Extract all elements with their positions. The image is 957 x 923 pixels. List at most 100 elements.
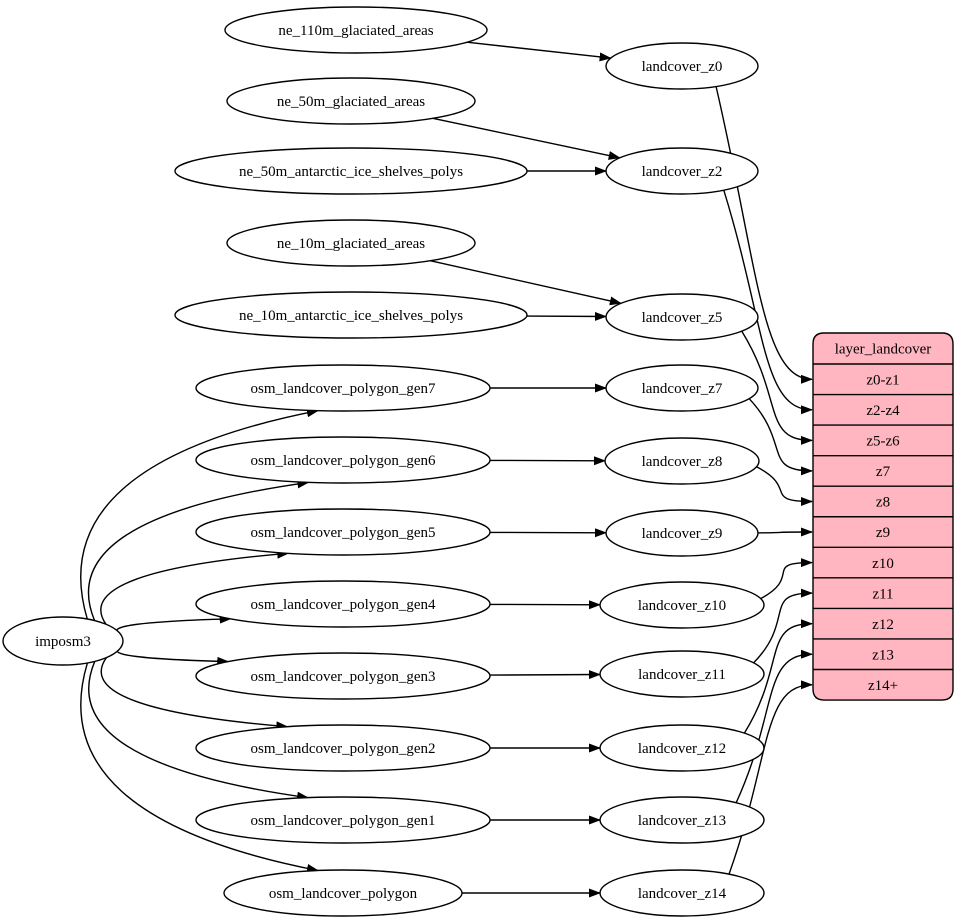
node-label-ne_50m_glaciated_areas: ne_50m_glaciated_areas (277, 94, 425, 110)
node-landcover_z9: landcover_z9 (605, 509, 759, 557)
table-row-z14+: z14+ (868, 678, 898, 694)
node-landcover_z14: landcover_z14 (599, 869, 765, 917)
table-row-z7: z7 (876, 464, 891, 480)
node-landcover_z5: landcover_z5 (605, 293, 759, 341)
table-row-label-z13: z13 (872, 647, 894, 663)
node-osm_landcover_polygon_gen3: osm_landcover_polygon_gen3 (195, 652, 491, 700)
node-landcover_z12: landcover_z12 (599, 724, 765, 772)
node-label-osm_landcover_polygon_gen3: osm_landcover_polygon_gen3 (251, 669, 436, 685)
edge-landcover_z2-to-z2-z4 (723, 189, 813, 415)
edge-imposm3-to-osm_landcover_polygon_gen2 (100, 657, 289, 731)
node-ellipse-ne_110m_glaciated_areas (224, 6, 488, 54)
node-label-landcover_z10: landcover_z10 (638, 598, 726, 614)
node-osm_landcover_polygon_gen5: osm_landcover_polygon_gen5 (195, 508, 491, 556)
edge-landcover_z5-to-z5-z6 (741, 330, 813, 445)
node-ellipse-ne_10m_antarctic_ice_shelves_polys (174, 291, 528, 339)
node-label-ne_50m_antarctic_ice_shelves_polys: ne_50m_antarctic_ice_shelves_polys (239, 164, 463, 180)
node-label-landcover_z8: landcover_z8 (642, 454, 723, 470)
node-osm_landcover_polygon: osm_landcover_polygon (223, 869, 463, 917)
node-ellipse-osm_landcover_polygon (223, 869, 463, 917)
node-ellipse-ne_50m_antarctic_ice_shelves_polys (174, 147, 528, 195)
table-row-label-z10: z10 (872, 556, 894, 572)
table-row-label-z9: z9 (876, 525, 890, 541)
node-ne_110m_glaciated_areas: ne_110m_glaciated_areas (224, 6, 488, 54)
node-landcover_z2: landcover_z2 (605, 147, 759, 195)
node-ellipse-landcover_z13 (599, 796, 765, 844)
node-label-landcover_z0: landcover_z0 (642, 59, 723, 75)
table-row-z0-z1: z0-z1 (866, 372, 899, 388)
edge-landcover_z7-to-z7 (748, 398, 813, 476)
node-label-osm_landcover_polygon_gen6: osm_landcover_polygon_gen6 (251, 453, 436, 469)
node-landcover_z0: landcover_z0 (605, 42, 759, 90)
node-label-ne_10m_glaciated_areas: ne_10m_glaciated_areas (277, 236, 425, 252)
table-row-z8: z8 (876, 495, 890, 511)
node-ellipse-landcover_z5 (605, 293, 759, 341)
node-label-landcover_z9: landcover_z9 (642, 526, 723, 542)
node-ellipse-osm_landcover_polygon_gen5 (195, 508, 491, 556)
node-label-osm_landcover_polygon_gen4: osm_landcover_polygon_gen4 (251, 597, 436, 613)
node-osm_landcover_polygon_gen6: osm_landcover_polygon_gen6 (195, 436, 491, 484)
node-ne_10m_antarctic_ice_shelves_polys: ne_10m_antarctic_ice_shelves_polys (174, 291, 528, 339)
table-row-z11: z11 (872, 586, 893, 602)
node-osm_landcover_polygon_gen1: osm_landcover_polygon_gen1 (195, 796, 491, 844)
node-label-landcover_z12: landcover_z12 (638, 741, 726, 757)
node-ne_50m_antarctic_ice_shelves_polys: ne_50m_antarctic_ice_shelves_polys (174, 147, 528, 195)
node-ellipse-landcover_z14 (599, 869, 765, 917)
node-imposm3: imposm3 (2, 616, 124, 666)
node-ellipse-ne_10m_glaciated_areas (226, 219, 476, 267)
edge-imposm3-to-osm_landcover_polygon_gen7 (80, 408, 319, 620)
node-landcover_z11: landcover_z11 (599, 650, 765, 698)
layer-landcover-table: layer_landcover z0-z1 z2-z4 z5-z6 z7 z8 z9 z10 z… (812, 332, 954, 701)
node-ellipse-osm_landcover_polygon_gen4 (195, 580, 491, 628)
node-ellipse-landcover_z10 (599, 581, 765, 629)
node-label-osm_landcover_polygon_gen2: osm_landcover_polygon_gen2 (251, 741, 436, 757)
node-ellipse-osm_landcover_polygon_gen1 (195, 796, 491, 844)
node-ne_50m_glaciated_areas: ne_50m_glaciated_areas (226, 77, 476, 125)
nodes-layer: imposm3 ne_110m_glaciated_areas ne_50m_gla… (2, 6, 954, 917)
edge-ne_50m_glaciated_areas-to-landcover_z2 (432, 117, 621, 160)
table-row-label-z0-z1: z0-z1 (866, 372, 899, 388)
table-title: layer_landcover (835, 342, 932, 358)
node-osm_landcover_polygon_gen2: osm_landcover_polygon_gen2 (195, 724, 491, 772)
node-label-landcover_z2: landcover_z2 (642, 164, 723, 180)
edge-landcover_z9-to-z9 (757, 527, 813, 537)
table-row-label-z11: z11 (872, 586, 893, 602)
table-row-z12: z12 (872, 617, 894, 633)
node-label-ne_110m_glaciated_areas: ne_110m_glaciated_areas (278, 23, 433, 39)
edges-layer (80, 41, 813, 898)
node-label-landcover_z13: landcover_z13 (638, 813, 726, 829)
edge-imposm3-to-osm_landcover_polygon_gen6 (87, 479, 310, 621)
node-ellipse-landcover_z12 (599, 724, 765, 772)
node-ellipse-osm_landcover_polygon_gen6 (195, 436, 491, 484)
node-label-osm_landcover_polygon_gen1: osm_landcover_polygon_gen1 (251, 813, 436, 829)
table-row-label-z2-z4: z2-z4 (866, 403, 900, 419)
table-row-z10: z10 (872, 556, 894, 572)
node-label-osm_landcover_polygon_gen5: osm_landcover_polygon_gen5 (251, 525, 436, 541)
node-ne_10m_glaciated_areas: ne_10m_glaciated_areas (226, 219, 476, 267)
node-ellipse-osm_landcover_polygon_gen3 (195, 652, 491, 700)
edge-imposm3-to-osm_landcover_polygon_gen1 (88, 661, 310, 801)
edge-landcover_z10-to-z10 (760, 558, 813, 600)
node-landcover_z13: landcover_z13 (599, 796, 765, 844)
table-row-label-z12: z12 (872, 617, 894, 633)
table-row-z13: z13 (872, 647, 894, 663)
edge-imposm3-to-osm_landcover_polygon (80, 662, 319, 873)
node-landcover_z8: landcover_z8 (604, 437, 760, 485)
table-row-label-z5-z6: z5-z6 (866, 434, 900, 450)
edge-imposm3-to-osm_landcover_polygon_gen3 (116, 647, 230, 666)
node-ellipse-osm_landcover_polygon_gen7 (195, 364, 491, 412)
table-row-label-z14+: z14+ (868, 678, 898, 694)
node-osm_landcover_polygon_gen4: osm_landcover_polygon_gen4 (195, 580, 491, 628)
node-label-landcover_z5: landcover_z5 (642, 310, 723, 326)
node-landcover_z7: landcover_z7 (605, 364, 759, 412)
node-label-ne_10m_antarctic_ice_shelves_polys: ne_10m_antarctic_ice_shelves_polys (239, 308, 463, 324)
table-row-label-z8: z8 (876, 495, 890, 511)
edge-imposm3-to-osm_landcover_polygon_gen4 (116, 614, 232, 635)
edge-landcover_z11-to-z11 (753, 588, 813, 664)
node-label-landcover_z14: landcover_z14 (638, 886, 727, 902)
node-ellipse-ne_50m_glaciated_areas (226, 77, 476, 125)
node-ellipse-imposm3 (2, 616, 124, 666)
edge-landcover_z8-to-z8 (756, 466, 813, 506)
